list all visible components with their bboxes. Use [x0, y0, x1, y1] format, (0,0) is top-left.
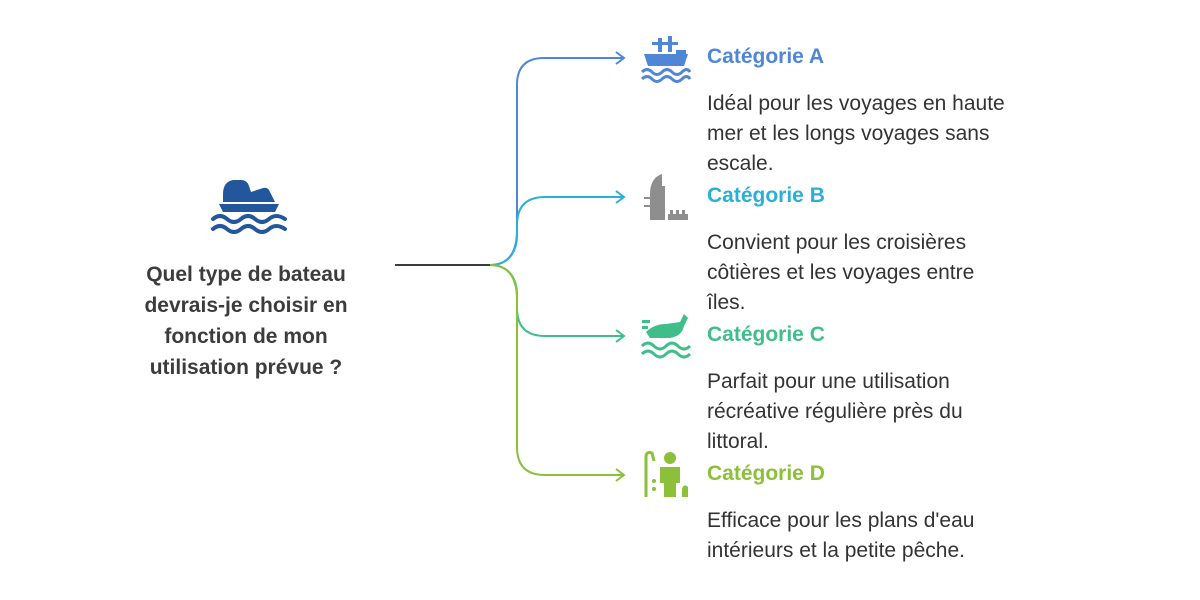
cargo-ship-icon — [640, 36, 692, 83]
branch-c-title: Catégorie C — [707, 323, 825, 346]
jet-ski-waves-icon — [211, 180, 287, 234]
arrowhead-d — [615, 468, 626, 482]
arrowhead-a — [615, 51, 626, 65]
branch-d-title: Catégorie D — [707, 462, 825, 485]
connector-b — [489, 196, 624, 266]
connector-d — [489, 264, 624, 476]
motorboat-waves-icon — [640, 314, 692, 359]
coastal-tower-icon — [644, 174, 688, 220]
connector-c — [489, 264, 624, 337]
branch-b-description: Convient pour les croisières côtières et… — [707, 231, 975, 314]
fisherman-icon — [644, 451, 688, 497]
arrowhead-b — [615, 190, 626, 204]
branch-a-description: Idéal pour les voyages en haute mer et l… — [707, 92, 1005, 175]
branch-d-description: Efficace pour les plans d'eau intérieurs… — [707, 509, 975, 562]
connector-a — [489, 57, 624, 266]
question-text: Quel type de bateau devrais-je choisir e… — [144, 263, 348, 379]
branch-c-description: Parfait pour une utilisation récréative … — [707, 370, 963, 453]
branch-b-title: Catégorie B — [707, 184, 825, 207]
branch-a-title: Catégorie A — [707, 45, 825, 68]
arrowhead-c — [615, 329, 626, 343]
